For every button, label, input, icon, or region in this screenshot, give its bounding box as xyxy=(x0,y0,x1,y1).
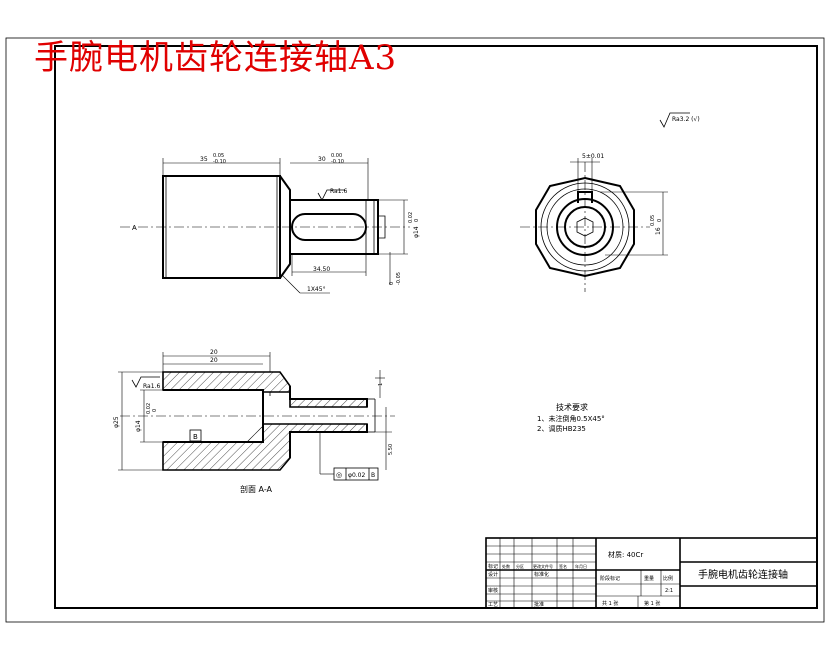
tech-req-item-2: 2、调质HB235 xyxy=(537,424,586,433)
tb-header-signature: 签名 xyxy=(559,563,567,569)
tb-header-date: 年月日 xyxy=(575,563,587,569)
dim-shaft-tol-upper: 0.02 xyxy=(408,212,414,223)
front-view: A 35 0.05 -0.10 30 0.00 -0.10 Ra1.6 34.5… xyxy=(120,153,420,294)
tb-label-stage: 阶段标记 xyxy=(600,575,620,582)
section-roughness-text: Ra1.6 xyxy=(143,383,160,390)
dim-shaft-dia: φ14 xyxy=(413,226,420,238)
gdt-frame: ◎ φ0.02 B xyxy=(333,467,379,481)
dim-bore-tol-lower: 0 xyxy=(152,409,158,412)
overlay-title: 手腕电机齿轮连接轴A3 xyxy=(34,38,398,78)
gdt-value: φ0.02 xyxy=(348,472,366,479)
dim-left-tol-lower: -0.10 xyxy=(213,159,226,165)
tb-sheet-num: 第 1 张 xyxy=(644,600,660,607)
gdt-datum: B xyxy=(371,472,375,479)
tb-header-count: 处数 xyxy=(502,563,510,569)
tb-row-label-process: 工艺 xyxy=(488,602,498,608)
side-outer-profile xyxy=(535,176,635,278)
section-marker-a: A xyxy=(132,224,137,232)
dim-keyway-length: 34.50 xyxy=(313,266,330,273)
inner-frame xyxy=(54,45,818,609)
section-label: 剖面 A-A xyxy=(240,484,273,494)
tb-row-label-mark: 标记 xyxy=(488,563,498,570)
tb-label-weight: 重量 xyxy=(644,575,654,582)
title-block: 标记 设计 审核 工艺 处数 分区 更改文件号 签名 年月日 标准化 批准 材质… xyxy=(485,537,818,609)
dim-side-height-tol-lower: 0 xyxy=(657,219,663,222)
dim-side-height-tol-upper: 0.05 xyxy=(650,215,656,226)
dim-right-tol-upper: 0.00 xyxy=(331,153,342,159)
tb-label-standard: 标准化 xyxy=(534,571,549,578)
global-roughness-text: Ra3.2 (√) xyxy=(672,116,700,123)
datum-b-text: B xyxy=(193,433,198,441)
roughness-flat-text: Ra1.6 xyxy=(330,188,347,195)
dim-key-width: 5±0.01 xyxy=(582,153,604,160)
global-roughness-symbol: Ra3.2 (√) xyxy=(659,112,700,128)
dim-right-length: 30 xyxy=(318,156,326,163)
tb-header-zone: 分区 xyxy=(516,563,524,569)
tb-row-label-review: 审核 xyxy=(488,587,498,594)
dim-side-height: 16 xyxy=(655,227,662,235)
dim-right-tol-lower: -0.10 xyxy=(331,159,344,165)
tb-part-name: 手腕电机齿轮连接轴 xyxy=(698,568,788,581)
side-bore xyxy=(564,206,606,248)
dim-section-small: 1 xyxy=(378,383,384,386)
dim-keyway-width-lower: -0.05 xyxy=(396,272,402,285)
tb-header-change-doc: 更改文件号 xyxy=(533,563,553,569)
dim-keyway-width-upper: 0 xyxy=(389,282,395,285)
dim-section-top-2: 20 xyxy=(210,357,218,364)
tb-material: 材质: 40Cr xyxy=(608,550,643,559)
tech-req-heading: 技术要求 xyxy=(556,402,588,412)
tb-label-scale: 比例 xyxy=(663,575,673,582)
tb-sheet-total: 共 1 张 xyxy=(602,600,618,607)
tech-requirements: 技术要求 1、未注倒角0.5X45° 2、调质HB235 xyxy=(537,402,605,433)
gdt-concentricity-icon: ◎ xyxy=(336,471,342,479)
datum-b-box xyxy=(189,429,202,442)
keyway-slot xyxy=(291,213,367,241)
dim-left-tol-upper: 0.05 xyxy=(213,153,224,159)
outer-border xyxy=(5,37,825,623)
dim-bore-tol-upper: 0.02 xyxy=(146,403,152,414)
dim-left-length: 35 xyxy=(200,156,208,163)
dim-bore-dia: φ14 xyxy=(135,420,142,432)
dim-section-top-1: 20 xyxy=(210,349,218,356)
dim-section-depth: 5.50 xyxy=(388,444,394,455)
side-view: 5±0.01 16 0.05 0 xyxy=(520,153,668,292)
dim-outer-dia: φ25 xyxy=(113,416,120,428)
tb-row-label-design: 设计 xyxy=(488,571,498,578)
tb-label-approve: 批准 xyxy=(534,601,544,608)
dim-chamfer: 1X45° xyxy=(307,286,326,293)
dim-shaft-tol-lower: 0 xyxy=(414,219,420,222)
tb-scale-value: 2:1 xyxy=(665,588,673,594)
tech-req-item-1: 1、未注倒角0.5X45° xyxy=(537,414,605,423)
section-view: 20 20 Ra1.6 φ25 φ14 0.02 0 B 1 5.50 xyxy=(113,349,395,494)
